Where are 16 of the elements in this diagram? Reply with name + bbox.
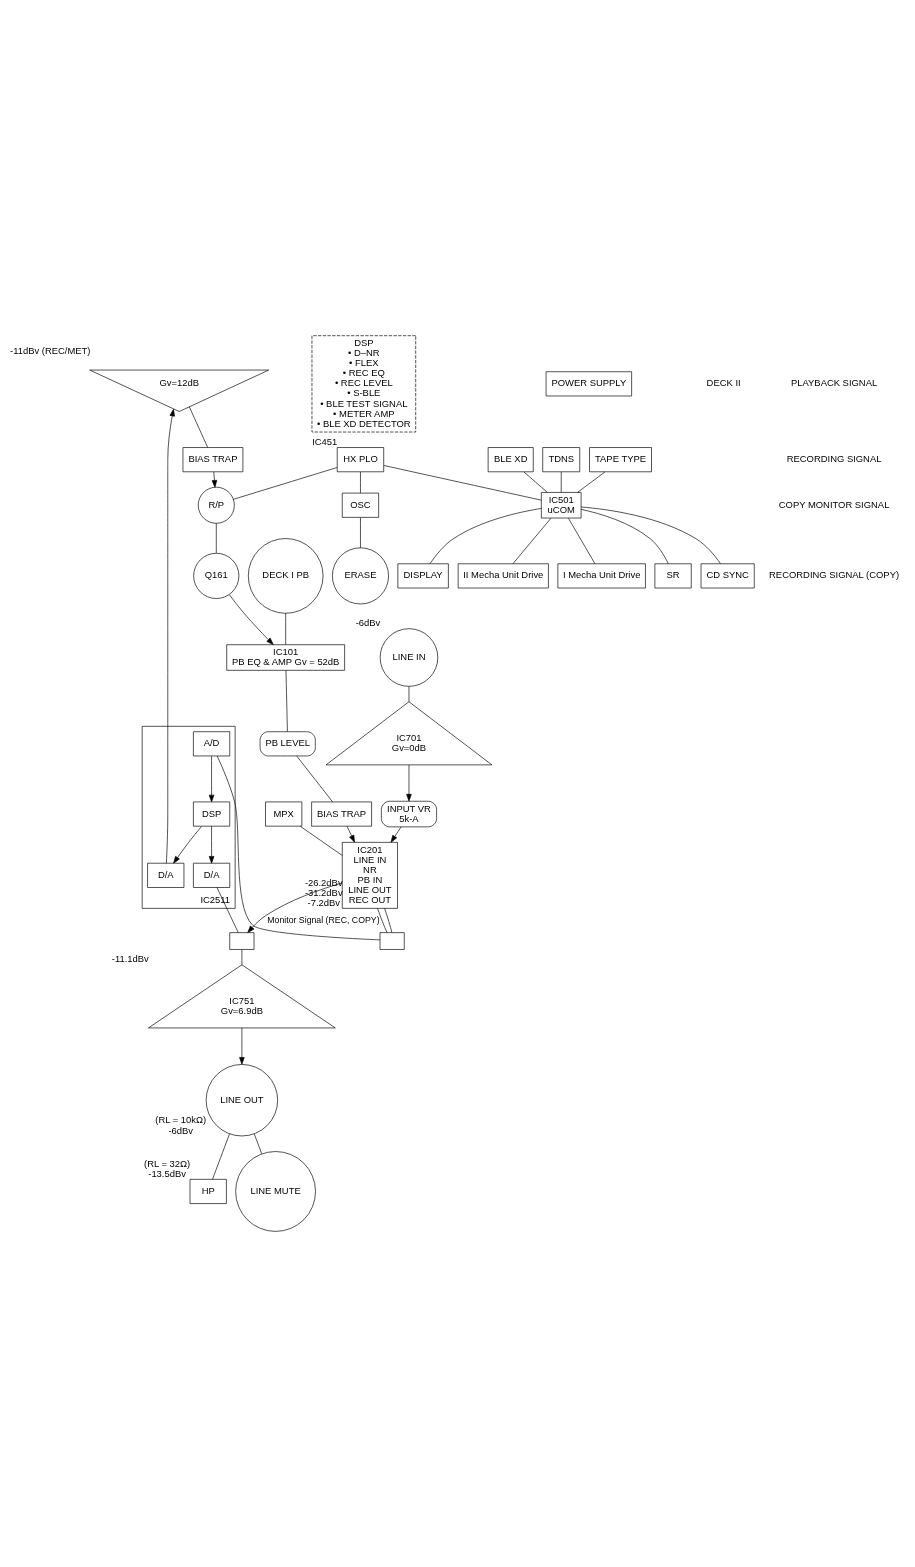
node-label: -26.2dBv [304,876,343,888]
node-label: -11.1dBv [111,953,149,965]
node-label: -11dBv (REC/MET) [10,344,91,356]
node-label: -6dBv [355,617,381,629]
node-label: (RL = 10kΩ) [155,1114,207,1126]
node-label: -7.2dBv [307,896,340,908]
legend-label: COPY MONITOR SIGNAL [778,498,890,510]
edge-label: Monitor Signal (REC, COPY) [267,914,380,925]
legend-label: RECORDING SIGNAL (COPY) [769,569,900,581]
label: DECK II [706,377,741,389]
legend-label: RECORDING SIGNAL [786,453,882,465]
node-label: IC451 [312,435,338,447]
node-label: -6dBv [168,1124,194,1136]
node-label: (RL = 32Ω) [143,1157,191,1169]
node-label: -13.5dBv [148,1167,186,1179]
legend-label: PLAYBACK SIGNAL [790,377,878,389]
